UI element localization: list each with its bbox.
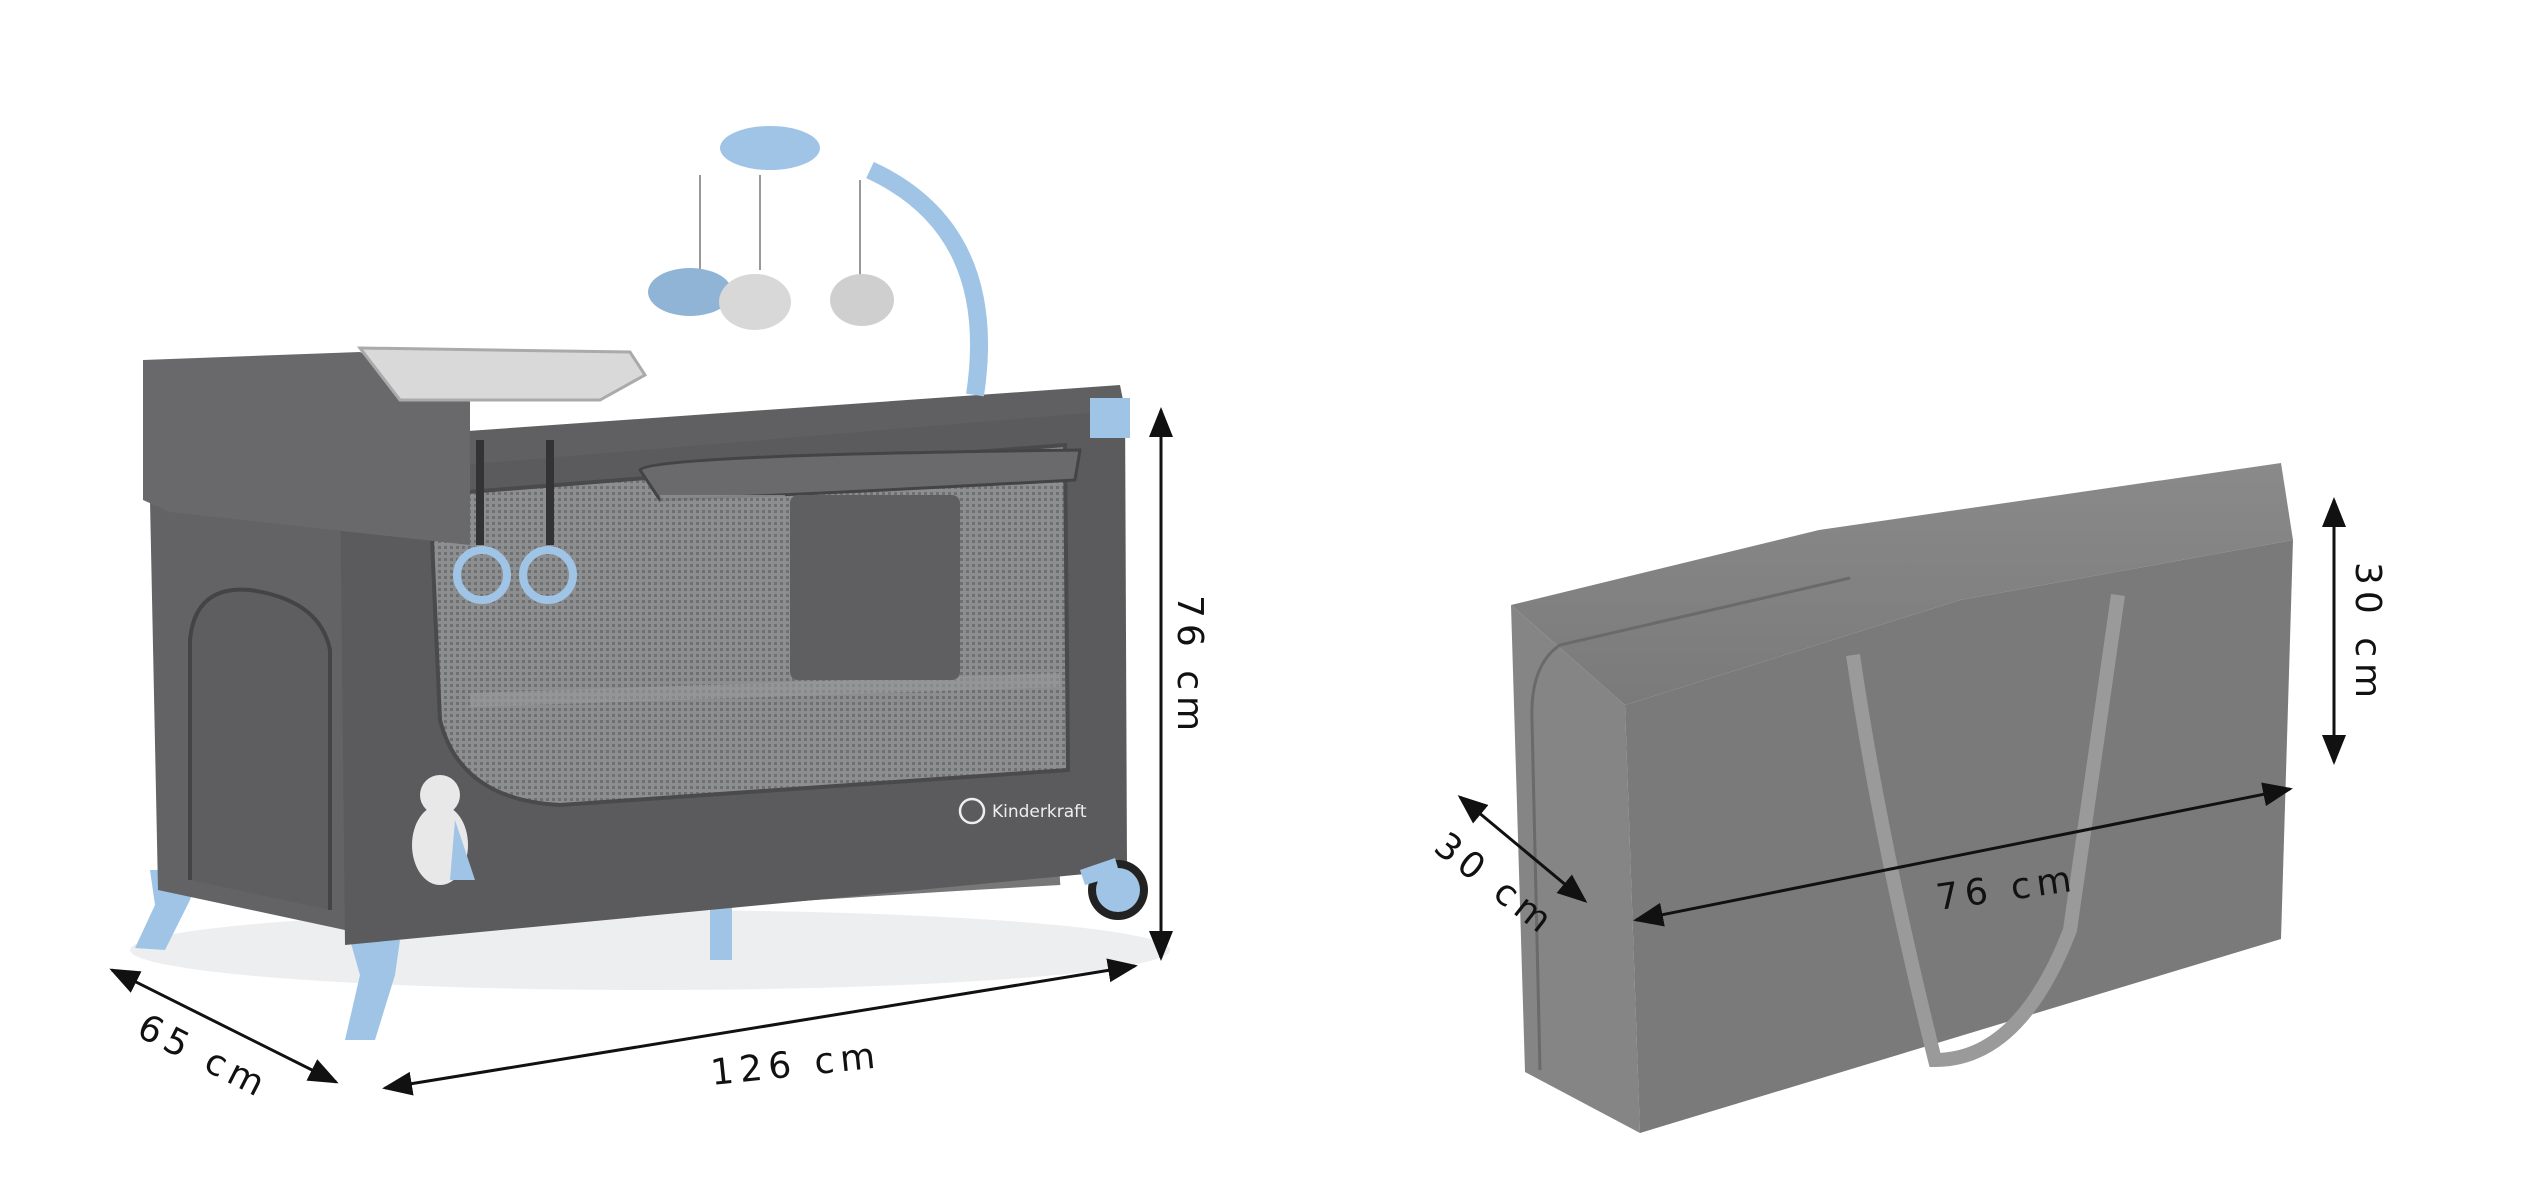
carry-bag-illustration (1511, 463, 2293, 1133)
top-rail (340, 385, 1125, 475)
floor-shadow (130, 910, 1170, 990)
arrow-bag-depth (1457, 795, 1588, 903)
crib-height-label: 76 cm (1169, 595, 1210, 737)
organiser-tray (638, 448, 1082, 502)
hanging-rings (453, 440, 577, 604)
arrow-crib-depth (109, 968, 339, 1084)
mobile-toy (648, 126, 989, 397)
organiser-mesh-left (660, 495, 790, 596)
cot-wheel (1080, 858, 1148, 920)
bag-zipper (1530, 576, 1851, 1071)
end-panel-zip-door (188, 587, 332, 910)
changing-mat (356, 346, 648, 402)
travel-cot-illustration: Kinderkraft (130, 126, 1170, 1040)
bear-print (412, 775, 475, 885)
brand-name: Kinderkraft (992, 802, 1087, 822)
corner-cap-right (1090, 398, 1130, 438)
changing-table (143, 352, 470, 545)
bag-top (1511, 463, 2293, 705)
crib-depth-label: 65 cm (131, 1006, 276, 1107)
bag-dimension-arrows (1457, 497, 2346, 927)
crib-length-label: 126 cm (709, 1035, 883, 1094)
crib-dimension-arrows (109, 407, 1173, 1096)
brand-logo: Kinderkraft (958, 797, 1087, 825)
organiser-pocket (790, 495, 960, 680)
organiser-mesh-right (965, 485, 1060, 574)
mattress-edge (469, 673, 1061, 707)
arrow-bag-length (1633, 782, 2293, 927)
arrow-crib-length (382, 958, 1138, 1096)
bag-height-label: 30 cm (2347, 562, 2388, 704)
bag-handle (1846, 594, 2125, 1068)
